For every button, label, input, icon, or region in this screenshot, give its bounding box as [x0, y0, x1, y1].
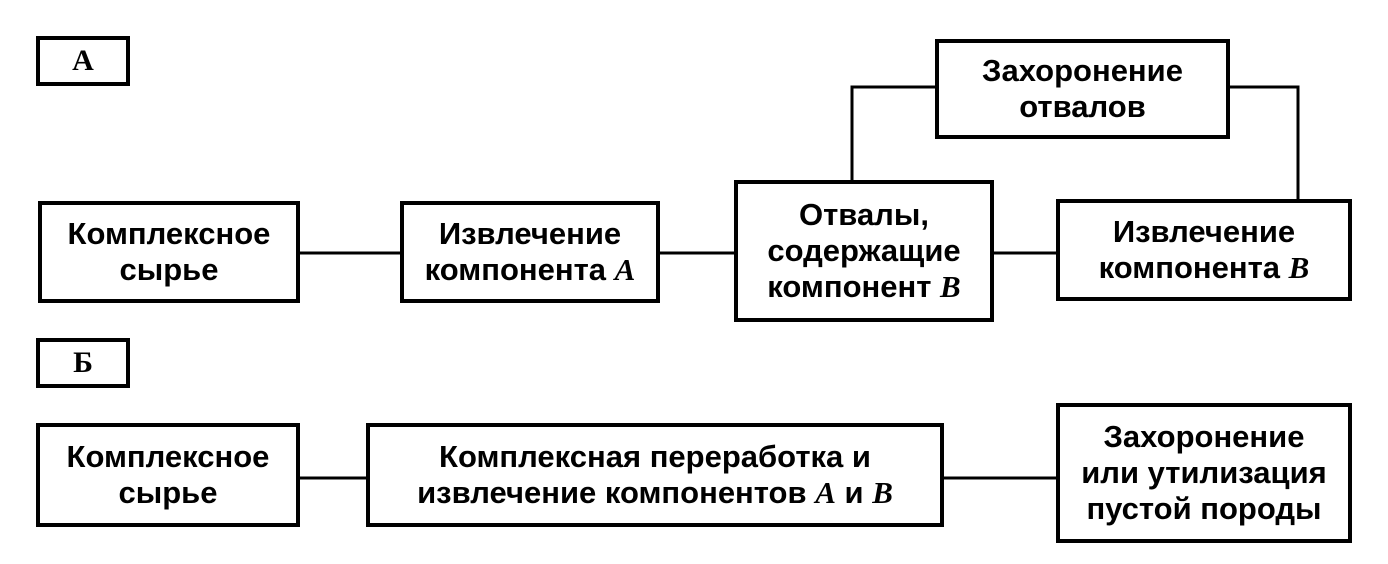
dumps-line3: компонент: [767, 269, 932, 304]
raw-material-b-line2: сырье: [118, 475, 218, 510]
dump-burial-line1: Захоронение: [982, 53, 1183, 88]
dump-burial-box: Захоронение отвалов: [935, 39, 1230, 139]
extract-a-box: Извлечение компонента A: [400, 201, 660, 303]
raw-material-box-a: Комплексное сырье: [38, 201, 300, 303]
waste-burial-line3: пустой породы: [1086, 491, 1322, 526]
component-b-var: B: [940, 269, 961, 304]
scheme-b-label-text: Б: [73, 346, 93, 379]
dumps-line1: Отвалы,: [799, 197, 929, 232]
connector-dumps-to-burial: [850, 85, 937, 182]
extract-b-line1: Извлечение: [1112, 214, 1296, 249]
extract-b-line2: компонента: [1098, 250, 1281, 285]
component-b-var-2: B: [1288, 250, 1310, 285]
raw-material-b-line1: Комплексное: [66, 439, 270, 474]
scheme-b-label: Б: [36, 338, 130, 388]
dumps-box: Отвалы, содержащие компонент B: [734, 180, 994, 322]
processing-line1: Комплексная переработка и: [439, 439, 871, 474]
waste-burial-line1: Захоронение: [1103, 419, 1305, 454]
extract-a-line1: Извлечение: [438, 216, 622, 251]
processing-conj: и: [844, 475, 864, 510]
raw-material-box-b: Комплексное сырье: [36, 423, 300, 527]
processing-box: Комплексная переработка и извлечение ком…: [366, 423, 944, 527]
component-b-var-b: B: [872, 475, 893, 510]
extract-b-box: Извлечение компонента B: [1056, 199, 1352, 301]
waste-burial-line2: или утилизация: [1081, 455, 1327, 490]
scheme-a-label-text: А: [72, 44, 94, 77]
dump-burial-line2: отвалов: [1019, 89, 1146, 124]
raw-material-line2: сырье: [119, 252, 219, 287]
extract-a-line2: компонента: [424, 252, 607, 287]
component-a-var-b: A: [815, 475, 836, 510]
raw-material-line1: Комплексное: [67, 216, 271, 251]
scheme-a-label: А: [36, 36, 130, 86]
dumps-line2: содержащие: [767, 233, 961, 268]
connector-burial-to-extract-b: [1228, 85, 1300, 201]
waste-burial-box: Захоронение или утилизация пустой породы: [1056, 403, 1352, 543]
processing-line2: извлечение компонентов: [417, 475, 807, 510]
component-a-var: A: [614, 252, 636, 287]
